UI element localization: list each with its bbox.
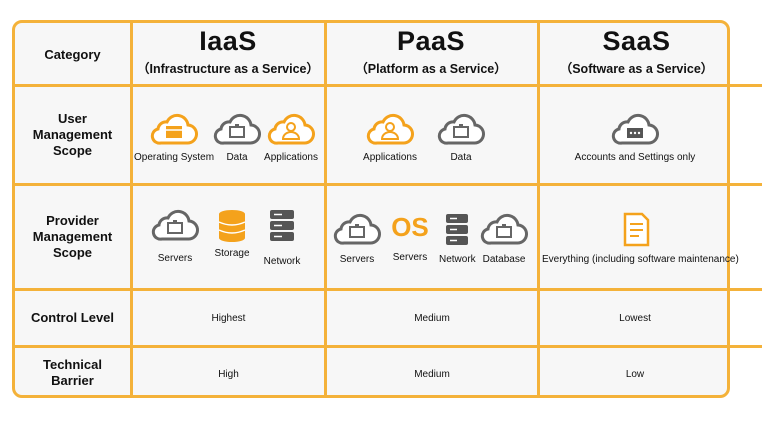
saas-subtitle: （Software as a Service） [559,62,714,76]
cloud-window-icon [149,112,199,148]
iaas-provider-storage: Storage [212,208,252,259]
saas-user-accounts: Accounts and Settings only [560,112,710,163]
cloud-server-icon [479,212,529,248]
saas-provider-everything: Everything (including software maintenan… [542,212,739,265]
database-icon [218,210,246,242]
iaas-user-data: Data [212,112,262,163]
cloud-server-icon [150,208,200,244]
iaas-barrier: High [218,369,239,380]
paas-barrier: Medium [414,369,450,380]
control-level-label: Control Level [30,310,115,325]
iaas-subtitle: （Infrastructure as a Service） [136,62,320,76]
paas-control: Medium [414,313,450,324]
paas-title: PaaS [396,26,466,56]
iaas-control: Highest [211,313,246,324]
provider-scope-label: Provider Management Scope [32,213,113,260]
column-divider [537,20,540,398]
cloud-server-icon [212,112,262,148]
column-divider [324,20,327,398]
os-icon: OS [391,212,429,242]
paas-provider-network: Network [439,212,476,265]
cloud-server-icon [332,212,382,248]
iaas-header: IaaS （Infrastructure as a Service） [132,26,324,77]
paas-provider-servers: Servers [332,212,382,265]
saas-header: SaaS （Software as a Service） [539,26,734,77]
server-rack-icon [446,214,468,245]
row-divider [12,183,762,186]
iaas-user-os: Operating System [134,112,214,163]
cloud-user-icon [365,112,415,148]
paas-subtitle: （Platform as a Service） [355,62,507,76]
iaas-title: IaaS [199,26,257,56]
cloud-server-icon [436,112,486,148]
saas-barrier: Low [625,369,645,380]
row-divider [12,84,762,87]
iaas-provider-network: Network [262,208,302,267]
user-scope-label: User Management Scope [32,111,113,158]
iaas-provider-servers: Servers [150,208,200,264]
cloud-user-icon [266,112,316,148]
category-header: Category [44,47,101,62]
row-divider [12,288,762,291]
row-divider [12,345,762,348]
paas-provider-database: Database [478,212,530,265]
paas-user-apps: Applications [360,112,420,163]
cloud-device-icon [610,112,660,148]
technical-barrier-label: Technical Barrier [42,357,102,388]
paas-user-data: Data [436,112,486,163]
document-icon [623,212,650,247]
server-rack-icon [270,210,294,241]
paas-header: PaaS （Platform as a Service） [326,26,536,77]
iaas-user-apps: Applications [263,112,319,163]
paas-provider-os-servers: OS Servers [388,210,432,263]
column-divider [130,20,133,398]
saas-title: SaaS [602,26,671,56]
saas-control: Lowest [619,313,651,324]
